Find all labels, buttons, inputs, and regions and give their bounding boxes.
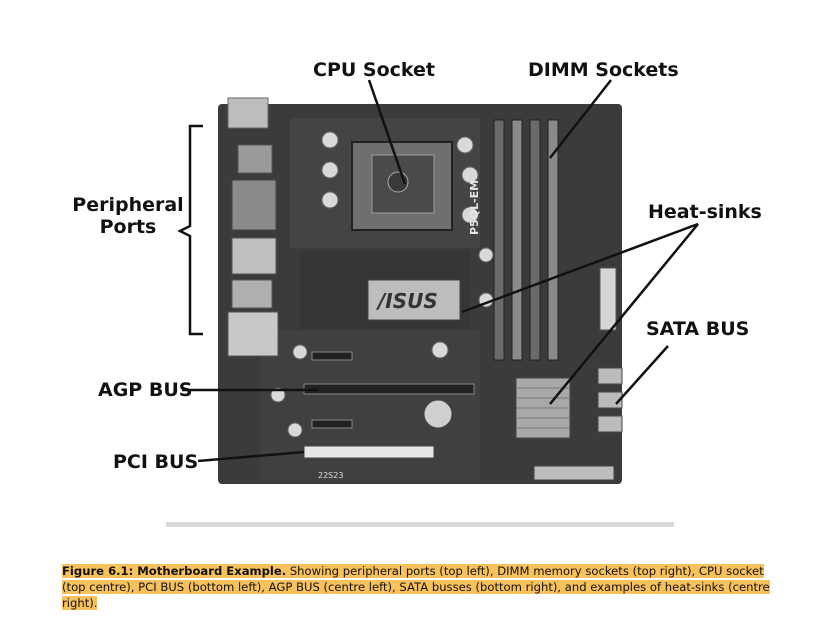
label-dimm-sockets: DIMM Sockets <box>528 59 679 81</box>
label-pci-bus: PCI BUS <box>113 451 198 473</box>
figure-caption: Figure 6.1: Motherboard Example. Showing… <box>62 563 778 611</box>
io-port-lan <box>232 238 276 274</box>
agp-slot <box>304 384 474 394</box>
label-agp-bus: AGP BUS <box>98 379 192 401</box>
label-peripheral-line1: Peripheral <box>72 194 184 216</box>
caption-highlight: Figure 6.1: Motherboard Example. Showing… <box>62 564 770 610</box>
caption-title: Figure 6.1: Motherboard Example. <box>62 564 286 578</box>
label-heat-sinks: Heat-sinks <box>648 201 762 223</box>
cmos-battery <box>424 400 452 428</box>
section-divider <box>166 522 674 527</box>
board-small-text: 22S23 <box>318 471 343 480</box>
io-port-audio <box>228 312 278 356</box>
io-port-ps2 <box>228 98 268 128</box>
sata-leader-line <box>616 346 668 404</box>
board-model-text: P5QL-EM <box>468 180 481 235</box>
io-port-usb2 <box>232 280 272 308</box>
pci-slot <box>304 446 434 458</box>
heatsink-southbridge <box>516 378 570 438</box>
label-cpu-socket: CPU Socket <box>313 59 435 81</box>
io-port-usb <box>238 145 272 173</box>
label-sata-bus: SATA BUS <box>646 318 749 340</box>
board-brand-text: /ISUS <box>376 289 438 313</box>
label-peripheral-line2: Ports <box>72 216 184 238</box>
atx-power-connector <box>600 268 616 330</box>
label-peripheral-ports: Peripheral Ports <box>72 194 184 238</box>
motherboard-figure: P5QL-EM /ISUS 22S23 <box>0 0 836 520</box>
io-port-vga <box>232 180 276 230</box>
